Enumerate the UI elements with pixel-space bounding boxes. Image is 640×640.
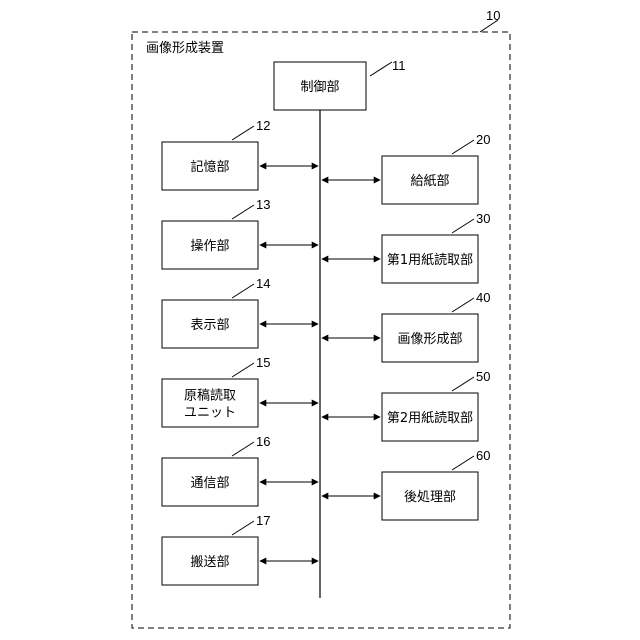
left-unit-ref-leader	[232, 521, 254, 535]
left-unit-ref: 14	[256, 276, 270, 291]
left-unit-label: 記憶部	[190, 159, 229, 175]
left-unit-ref: 17	[256, 513, 270, 528]
right-unit-ref-leader	[452, 456, 474, 470]
right-units: 給紙部 20 第1用紙読取部 30 画像形成部 40 第2用紙読取部 50 後処理部 60	[322, 132, 490, 520]
left-unit-ref-leader	[232, 205, 254, 219]
left-unit-ref: 13	[256, 197, 270, 212]
left-unit-label: 操作部	[190, 238, 229, 254]
left-unit-ref-leader	[232, 126, 254, 140]
right-unit-ref-leader	[452, 377, 474, 391]
left-unit-label: ユニット	[184, 406, 236, 421]
right-unit-label: 後処理部	[404, 490, 456, 505]
left-unit: 表示部 14	[162, 276, 318, 348]
right-unit-ref: 30	[476, 211, 490, 226]
left-unit-ref: 16	[256, 434, 270, 449]
right-unit-label: 第2用紙読取部	[387, 410, 473, 426]
left-unit-ref-leader	[232, 363, 254, 377]
right-unit-ref: 20	[476, 132, 490, 147]
left-unit-label: 搬送部	[190, 555, 229, 570]
controller-label: 制御部	[300, 80, 339, 95]
left-unit-ref-leader	[232, 442, 254, 456]
apparatus-title: 画像形成装置	[146, 41, 224, 56]
left-unit-ref: 12	[256, 118, 270, 133]
left-unit-label: 原稿読取	[184, 388, 236, 404]
right-unit-ref: 40	[476, 290, 490, 305]
left-unit-label: 通信部	[190, 476, 229, 491]
controller-block: 制御部 11	[274, 58, 406, 110]
right-unit-label: 画像形成部	[397, 332, 462, 347]
right-unit-ref-leader	[452, 140, 474, 154]
left-unit-ref: 15	[256, 355, 270, 370]
left-unit: 通信部 16	[162, 434, 318, 506]
left-unit: 記憶部 12	[162, 118, 318, 190]
right-unit: 画像形成部 40	[322, 290, 490, 362]
right-unit: 第2用紙読取部 50	[322, 369, 490, 441]
right-unit-label: 第1用紙読取部	[387, 252, 473, 268]
right-unit-ref: 60	[476, 448, 490, 463]
left-unit-label: 表示部	[190, 318, 229, 333]
right-unit-ref-leader	[452, 298, 474, 312]
apparatus-ref: 10	[486, 8, 500, 23]
controller-ref: 11	[392, 58, 406, 73]
right-unit-ref: 50	[476, 369, 490, 384]
left-unit: 原稿読取ユニット 15	[162, 355, 318, 427]
left-unit: 搬送部 17	[162, 513, 318, 585]
left-units: 記憶部 12 操作部 13 表示部 14 原稿読取ユニット 15 通信部 16 搬送部 17	[162, 118, 318, 585]
left-unit-ref-leader	[232, 284, 254, 298]
right-unit: 給紙部 20	[322, 132, 490, 204]
right-unit: 第1用紙読取部 30	[322, 211, 490, 283]
controller-ref-leader	[370, 62, 392, 76]
right-unit-ref-leader	[452, 219, 474, 233]
right-unit: 後処理部 60	[322, 448, 490, 520]
left-unit: 操作部 13	[162, 197, 318, 269]
right-unit-label: 給紙部	[410, 174, 449, 189]
